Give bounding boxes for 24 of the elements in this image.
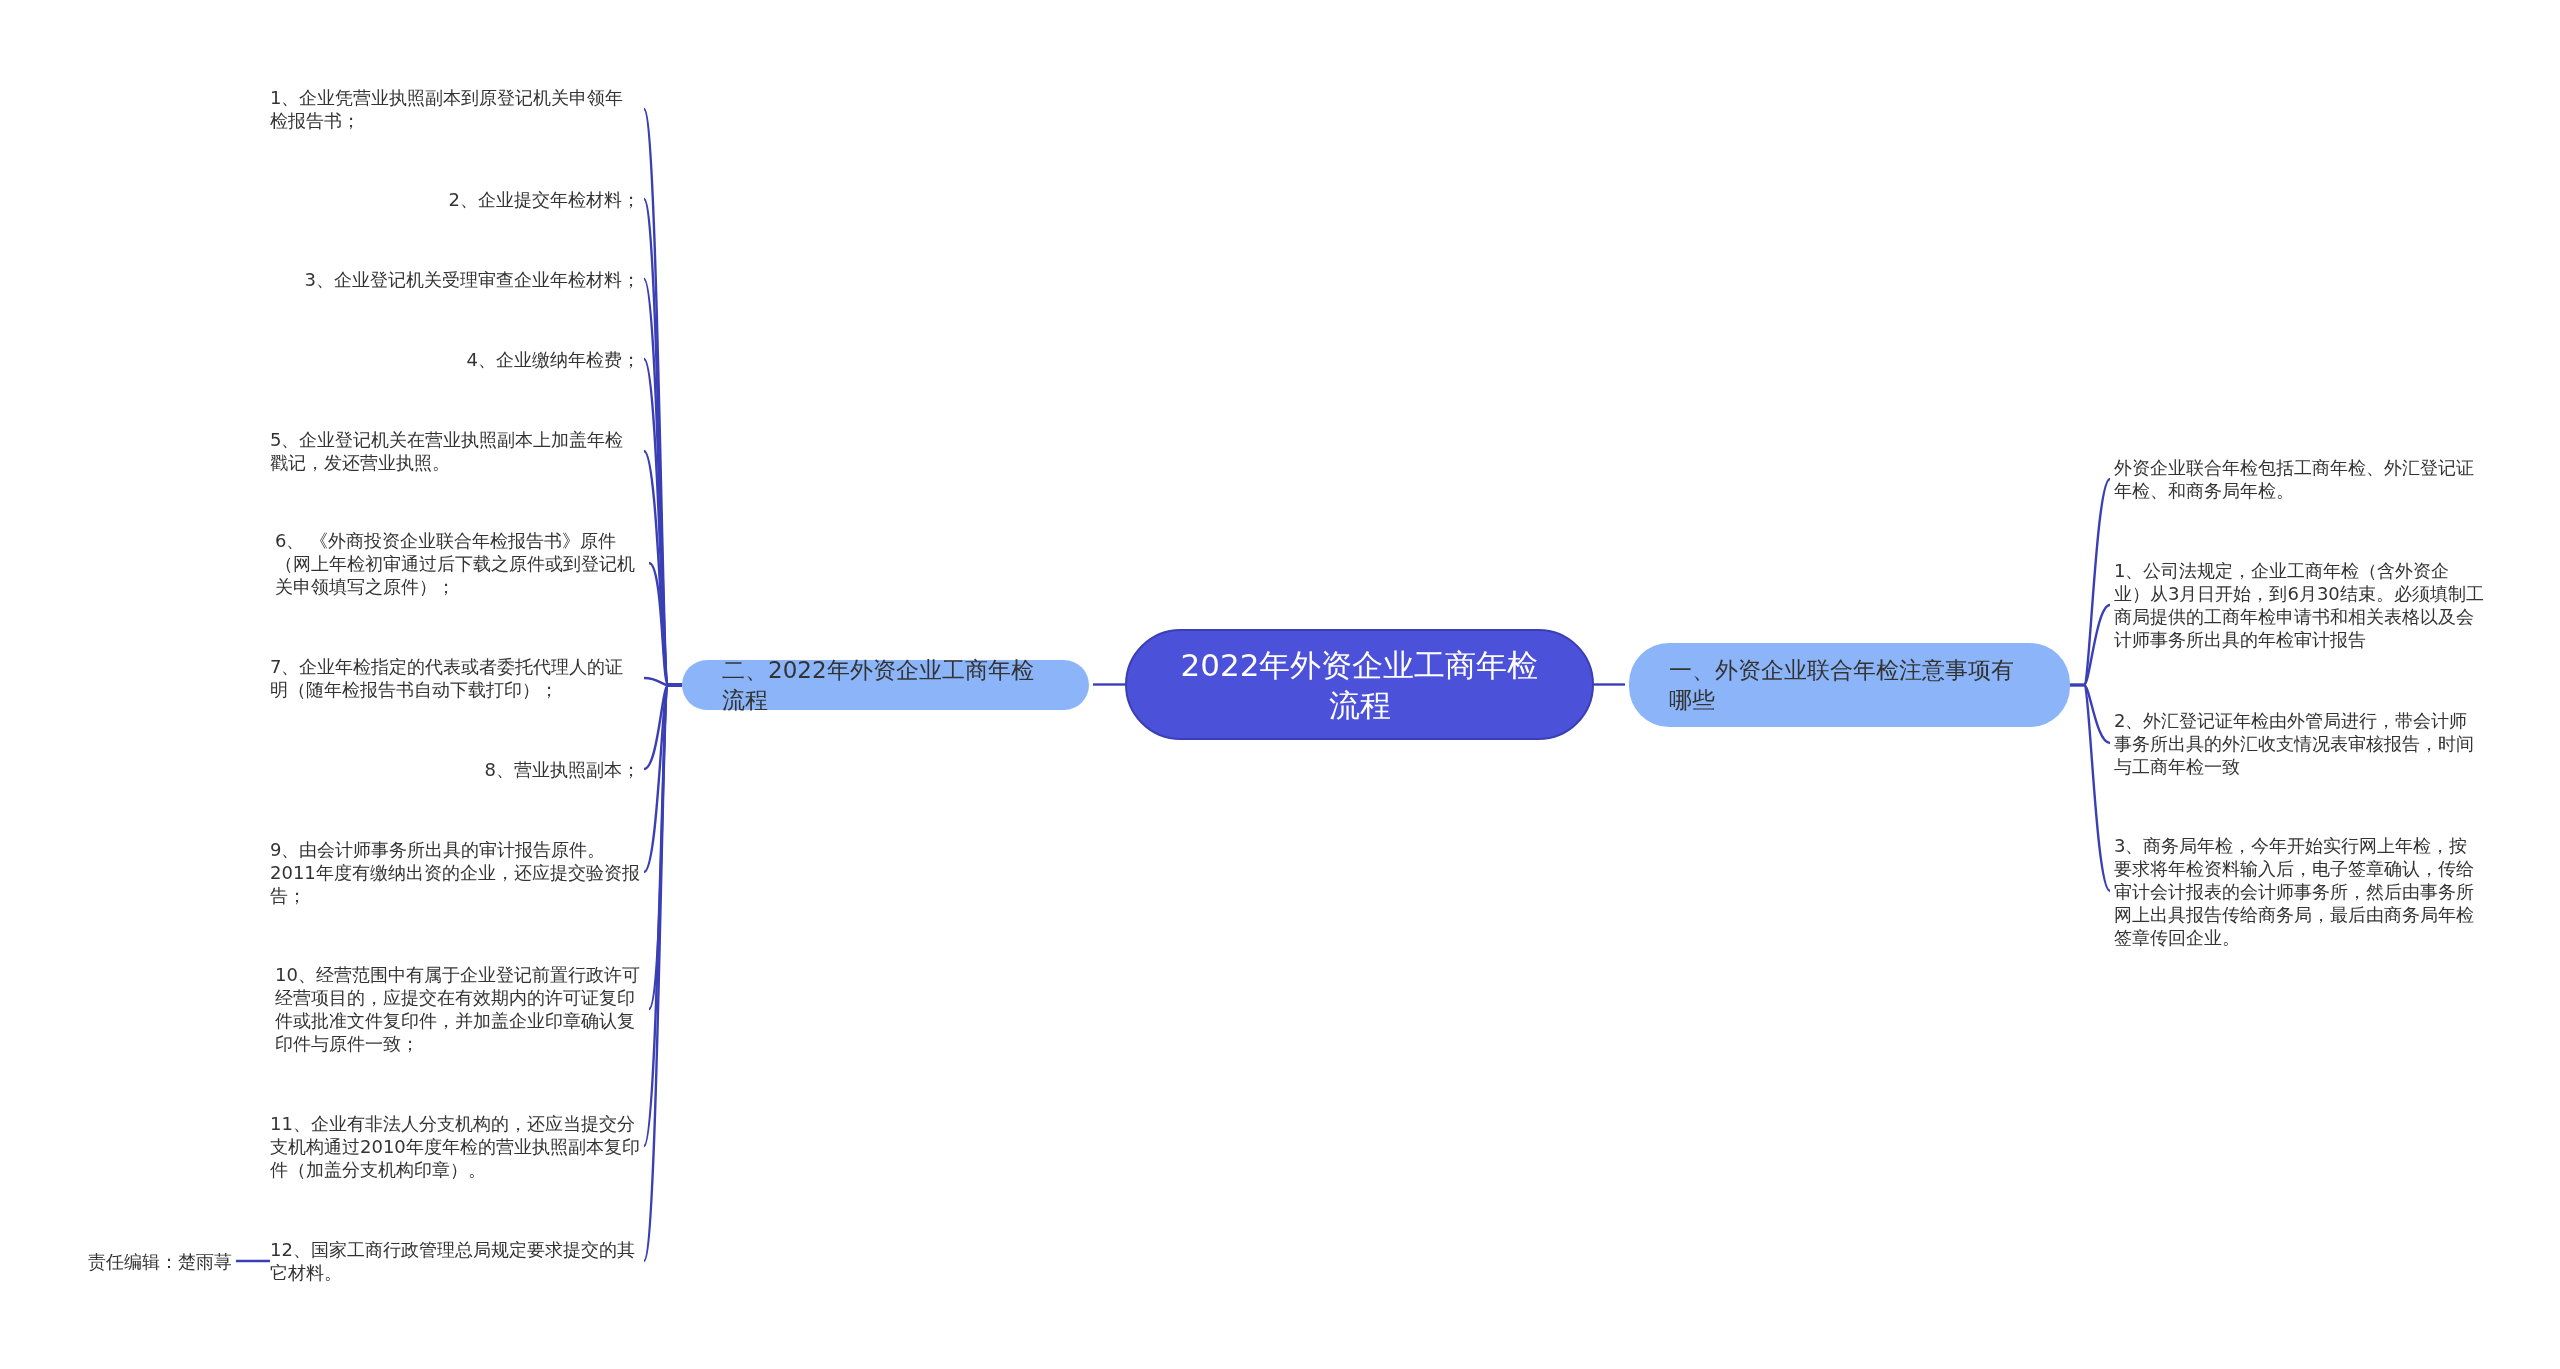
leaf-text: 3、企业登记机关受理审查企业年检材料； — [304, 267, 640, 291]
leaf-text: 3、商务局年检，今年开始实行网上年检，按要求将年检资料输入后，电子签章确认，传给审计会计报表的会计师事务所，然后由事务所网上出具报告传给商务局，最后由商务局年检签章传回企业。 — [2114, 833, 2484, 949]
connector-line — [236, 1259, 270, 1263]
leaf-text: 9、由会计师事务所出具的审计报告原件。2011年度有缴纳出资的企业，还应提交验资报告； — [270, 837, 640, 907]
leaf-text: 1、公司法规定，企业工商年检（含外资企业）从3月日开始，到6月30结束。必须填制工商局提供的工商年检申请书和相关表格以及会计师事务所出具的年检审计报告 — [2114, 559, 2484, 651]
leaf-text: 5、企业登记机关在营业执照副本上加盖年检戳记，发还营业执照。 — [270, 428, 640, 474]
leaf-text: 4、企业缴纳年检费； — [466, 347, 640, 371]
leaf-text: 外资企业联合年检包括工商年检、外汇登记证年检、和商务局年检。 — [2114, 456, 2484, 502]
connector-line — [1093, 683, 1125, 686]
leaf-text: 6、 《外商投资企业联合年检报告书》原件（网上年检初审通过后下载之原件或到登记机关申领填写之原件）； — [275, 528, 645, 598]
topic-box: 2022年外资企业工商年检流程 — [1125, 629, 1594, 740]
leaf-text: 7、企业年检指定的代表或者委托代理人的证明（随年检报告书自动下载打印）； — [270, 655, 640, 701]
connector-line — [1594, 683, 1625, 686]
leaf-text: 责任编辑：楚雨荨 — [88, 1249, 232, 1273]
leaf-text: 1、企业凭营业执照副本到原登记机关申领年检报告书； — [270, 86, 640, 132]
leaf-text: 8、营业执照副本； — [484, 757, 640, 781]
branch-box: 一、外资企业联合年检注意事项有哪些 — [1629, 643, 2070, 727]
leaf-text: 2、外汇登记证年检由外管局进行，带会计师事务所出具的外汇收支情况表审核报告，时间与工商年检一致 — [2114, 708, 2484, 778]
branch-box: 二、2022年外资企业工商年检流程 — [682, 660, 1089, 710]
leaf-text: 2、企业提交年检材料； — [448, 187, 640, 211]
connector-line — [2070, 683, 2111, 892]
leaf-text: 11、企业有非法人分支机构的，还应当提交分支机构通过2010年度年检的营业执照副本复印件（加盖分支机构印章）。 — [270, 1111, 640, 1181]
leaf-text: 10、经营范围中有属于企业登记前置行政许可经营项目的，应提交在有效期内的许可证复印件或批准文件复印件，并加盖企业印章确认复印件与原件一致； — [275, 963, 645, 1055]
leaf-text: 12、国家工商行政管理总局规定要求提交的其它材料。 — [270, 1238, 640, 1284]
